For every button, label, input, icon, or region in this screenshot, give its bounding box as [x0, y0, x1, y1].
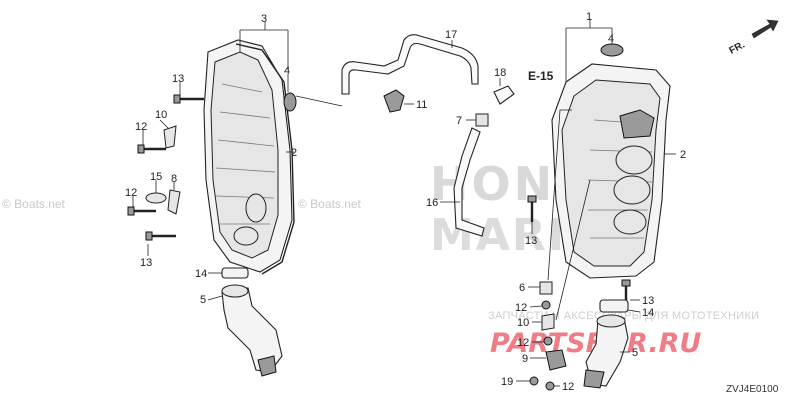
- watermark-boats-mid: © Boats.net: [298, 197, 362, 211]
- front-direction-indicator: FR.: [728, 19, 779, 57]
- bolt-12-top-head: [137, 144, 145, 154]
- callout-13-top: 13: [172, 73, 184, 85]
- callout-16: 16: [426, 197, 438, 209]
- elbow-left-mouth: [221, 284, 249, 298]
- callout-5-left: 5: [200, 294, 206, 306]
- reference-e15: E-15: [528, 69, 554, 83]
- callouts: 3 4 2 13 10 12 15 8 12 13 14 5 17 11 18 …: [125, 11, 686, 393]
- right-cover-port-2: [613, 175, 651, 205]
- callout-12-right-b: 12: [517, 337, 529, 349]
- callout-12-top: 12: [135, 121, 147, 133]
- callout-1: 1: [586, 11, 592, 23]
- bolt-13-right-low-head: [621, 279, 631, 287]
- callout-7: 7: [456, 115, 462, 127]
- breather-hose-17: [341, 34, 479, 95]
- band-14-right: [599, 299, 629, 313]
- bolt-12-mid-head: [127, 206, 135, 216]
- callout-4-left: 4: [284, 65, 290, 77]
- callout-12-right-a: 12: [515, 302, 527, 314]
- callout-13-bottom: 13: [140, 257, 152, 269]
- callout-13-right-low: 13: [642, 295, 654, 307]
- elbow-5-right: [583, 314, 629, 389]
- callout-4-right: 4: [608, 33, 614, 45]
- clip-10-right: [541, 313, 555, 331]
- right-cover-port-3: [613, 209, 647, 235]
- grommet-left: [283, 92, 297, 112]
- callout-14-left: 14: [195, 268, 207, 280]
- callout-14-right: 14: [642, 307, 654, 319]
- diagram-part-number: ZVJ4E0100: [726, 384, 779, 395]
- bolt-12-right-a: [541, 300, 551, 310]
- callout-18: 18: [494, 67, 506, 79]
- elbow-right-body: [585, 317, 629, 387]
- part-9-bracket: [545, 349, 567, 371]
- elbow-right-mouth: [596, 314, 626, 328]
- clip-10-left: [163, 125, 177, 149]
- left-cover-boss: [245, 193, 267, 223]
- callout-15: 15: [150, 171, 162, 183]
- elbow-5-left: [221, 284, 283, 377]
- bolt-12-right-b: [543, 336, 553, 346]
- clip-8: [167, 189, 181, 215]
- elbow-left-end: [257, 355, 277, 377]
- right-cover-port-1: [615, 145, 653, 175]
- part-6: [539, 281, 553, 295]
- callout-12-right-c: 12: [562, 381, 574, 393]
- clip-15: [145, 192, 167, 204]
- callout-6: 6: [519, 282, 525, 294]
- callout-9: 9: [522, 353, 528, 365]
- left-gasket: [235, 43, 295, 275]
- bolt-13-bottom-head: [145, 231, 153, 241]
- bolt-19: [529, 376, 539, 386]
- left-cover-boss-2: [233, 226, 259, 246]
- elbow-right-end: [583, 369, 605, 389]
- clamp-11: [383, 89, 405, 113]
- band-14-left: [221, 267, 249, 279]
- front-label: FR.: [728, 39, 748, 56]
- left-head-cover: [203, 39, 295, 275]
- left-bolts: [127, 94, 204, 241]
- hose-17-body: [341, 34, 479, 95]
- callout-11: 11: [416, 99, 427, 111]
- callout-19: 19: [501, 376, 513, 388]
- right-cover-grille: [619, 109, 655, 139]
- leader-lines: [132, 20, 676, 387]
- bolt-13-right-mid-head: [527, 195, 537, 203]
- callout-12-mid: 12: [125, 187, 137, 199]
- callout-2-right: 2: [680, 149, 686, 161]
- callout-2-left: 2: [291, 147, 297, 159]
- callout-10-right: 10: [517, 317, 529, 329]
- joint-7: [475, 113, 489, 127]
- callout-8: 8: [171, 173, 177, 185]
- left-cover-ribs: [215, 83, 276, 225]
- grommet-right: [600, 43, 624, 57]
- front-arrow-icon: [751, 19, 779, 39]
- callout-13-right-mid: 13: [525, 235, 537, 247]
- bolt-12-right-c: [545, 381, 555, 391]
- hose-16: [453, 127, 485, 237]
- callout-10-left: 10: [155, 109, 167, 121]
- watermark-ru-tagline: ЗАПЧАСТИ И АКСЕССУАРЫ ДЛЯ МОТОТЕХНИКИ: [488, 310, 759, 322]
- callout-5-right: 5: [632, 347, 638, 359]
- callout-3: 3: [261, 13, 267, 25]
- watermark-boats-left: © Boats.net: [2, 197, 66, 211]
- bolt-13-top-head: [173, 94, 181, 104]
- right-head-cover: [551, 63, 671, 279]
- hose-18: [493, 85, 515, 105]
- callout-17: 17: [445, 29, 457, 41]
